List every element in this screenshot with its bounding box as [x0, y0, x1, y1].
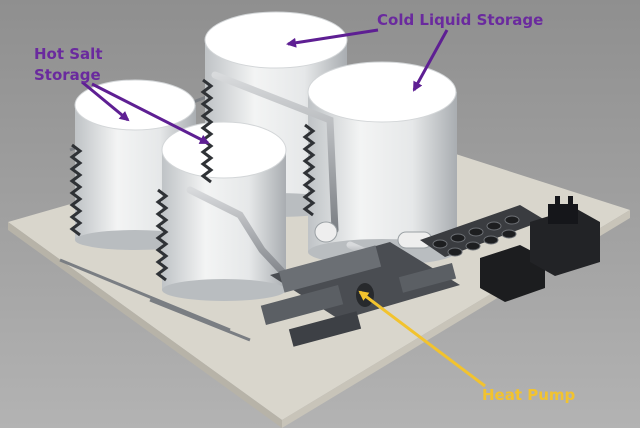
heat-pump-label: Heat Pump	[482, 386, 576, 404]
arrow-hot-salt-to-front-tank	[91, 82, 210, 145]
arrow-heat-pump	[358, 290, 486, 388]
cold-liquid-arrows	[286, 28, 449, 92]
hot-salt-storage-label: Hot Salt Storage	[34, 45, 103, 84]
arrow-cold-to-right-tank	[412, 29, 449, 92]
heat-pump-arrow	[358, 290, 486, 388]
storage-tank-front	[161, 121, 287, 301]
arrow-cold-to-back-tank	[286, 28, 379, 48]
hot-salt-arrows	[81, 80, 210, 145]
heat-pump-machinery	[260, 242, 460, 347]
dry-cooler-fans	[420, 205, 545, 257]
cold-liquid-storage-label: Cold Liquid Storage	[377, 11, 544, 29]
arrow-hot-salt-to-left-tank	[81, 80, 130, 122]
pressure-vessels	[314, 221, 433, 249]
electrical-enclosures	[480, 196, 600, 302]
spiral-staircases	[69, 78, 316, 282]
